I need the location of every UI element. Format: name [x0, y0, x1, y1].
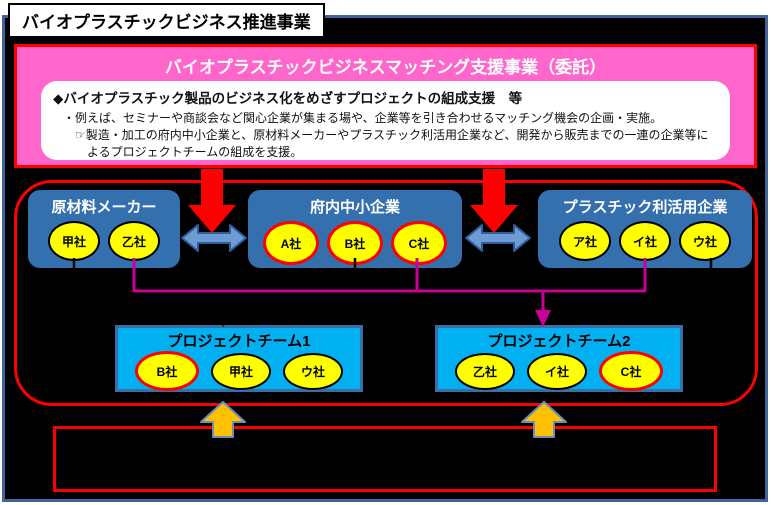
description-line-1: ◆バイオプラスチック製品のビジネス化をめざすプロジェクトの組成支援 等: [53, 91, 523, 106]
red-down-arrow-icon: [470, 169, 518, 233]
group-box-raw-material-makers: 原材料メーカー 甲社 乙社: [28, 190, 180, 268]
blue-double-arrow-icon: [181, 224, 247, 252]
company-oval-row: B社 甲社 ウ社: [135, 351, 343, 391]
description-line-3: ☞製造・加工の府内中小企業と、原材料メーカーやプラスチック利活用企業など、開発か…: [75, 128, 709, 142]
group-title: 府内中小企業: [309, 199, 400, 216]
company-oval-row: 乙社 イ社 C社: [455, 351, 663, 391]
orange-up-arrow-icon: [521, 401, 567, 438]
group-box-plastic-utilizing-companies: プラスチック利活用企業 ア社 イ社 ウ社: [538, 190, 752, 268]
description-line-4: よるプロジェクトチームの組成を支援。: [87, 145, 303, 159]
matching-support-description: ◆バイオプラスチック製品のビジネス化をめざすプロジェクトの組成支援 等 ・例えば…: [41, 81, 730, 160]
description-line-2: ・例えば、セミナーや商談会など関心企業が集まる場や、企業等を引き合わせるマッチン…: [63, 111, 663, 125]
company-oval-row: ア社 イ社 ウ社: [559, 221, 731, 261]
bottom-note-box: [53, 426, 717, 492]
company-oval: ウ社: [283, 352, 343, 390]
matching-section-border: [14, 180, 758, 406]
team-box-project-team-1: プロジェクトチーム1 B社 甲社 ウ社: [115, 325, 363, 392]
company-oval-row: 甲社 乙社: [48, 221, 160, 261]
company-oval: 乙社: [455, 352, 515, 390]
team-box-project-team-2: プロジェクトチーム2 乙社 イ社 C社: [435, 325, 683, 392]
company-oval-row: A社 B社 C社: [263, 221, 447, 265]
red-down-arrow-icon: [188, 169, 236, 233]
group-title: プラスチック利活用企業: [562, 199, 728, 216]
matching-support-title: バイオプラスチックビジネスマッチング支援事業（委託）: [164, 58, 607, 77]
company-oval: A社: [263, 221, 319, 265]
page-title: バイオプラスチックビジネス推進事業: [8, 3, 325, 38]
company-oval: イ社: [619, 221, 671, 261]
company-oval: 甲社: [211, 352, 271, 390]
company-oval: B社: [135, 351, 199, 391]
company-oval: ウ社: [679, 221, 731, 261]
company-oval: 甲社: [48, 221, 100, 261]
blue-double-arrow-icon: [465, 224, 531, 252]
matching-support-box: バイオプラスチックビジネスマッチング支援事業（委託） ◆バイオプラスチック製品の…: [14, 44, 757, 168]
group-box-prefecture-smes: 府内中小企業 A社 B社 C社: [248, 190, 462, 268]
orange-up-arrow-icon: [200, 401, 246, 438]
company-oval: B社: [327, 221, 383, 265]
group-title: 原材料メーカー: [51, 199, 157, 216]
company-oval: 乙社: [108, 221, 160, 261]
company-oval: ア社: [559, 221, 611, 261]
company-oval: C社: [391, 221, 447, 265]
team-title: プロジェクトチーム2: [487, 333, 631, 350]
company-oval: イ社: [527, 352, 587, 390]
company-oval: C社: [599, 351, 663, 391]
team-title: プロジェクトチーム1: [167, 333, 311, 350]
